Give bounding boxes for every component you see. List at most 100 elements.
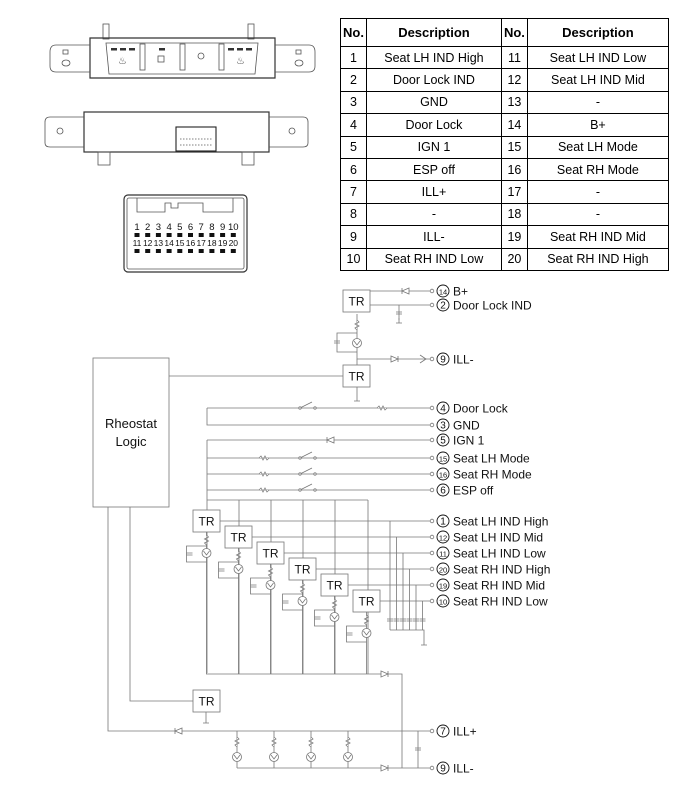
pin-number: 4 <box>440 404 446 415</box>
connector-pin-number: 13 <box>154 238 164 248</box>
pin-label: GND <box>453 419 480 433</box>
terminal-icon <box>429 582 435 588</box>
wire <box>107 507 430 732</box>
transistor-block <box>342 364 371 388</box>
connector-pin-number: 15 <box>175 238 185 248</box>
transistor-block <box>320 573 349 597</box>
resistor-icon <box>345 736 351 748</box>
svg-text:♨: ♨ <box>118 56 127 67</box>
capacitor-icon <box>186 552 193 556</box>
arrow-icon <box>419 354 427 364</box>
switch-contact <box>313 488 317 492</box>
pin-number: 15 <box>439 455 447 464</box>
capacitor-icon <box>413 618 419 622</box>
wire <box>282 593 303 611</box>
transistor-label: TR <box>327 579 343 593</box>
transistor-block <box>192 509 221 533</box>
diode-icon <box>325 436 335 444</box>
terminal-icon <box>429 728 435 734</box>
lamp-icon <box>343 752 353 762</box>
switch-rear-view-drawing <box>44 111 309 166</box>
lamp-icon <box>363 630 370 636</box>
connector-pin-terminal <box>198 249 204 253</box>
connector-pin-number: 11 <box>133 238 142 248</box>
connector-pin-number: 14 <box>164 238 174 248</box>
resistor-icon <box>258 471 270 477</box>
pin-label: Seat RH IND Mid <box>453 579 545 593</box>
connector-pin-terminal <box>134 249 140 253</box>
pin-number-circle <box>436 483 450 497</box>
rheostat-label: Rheostat <box>105 416 157 431</box>
switch-icon <box>299 451 313 459</box>
pin-description: Seat LH Mode <box>526 135 669 159</box>
pin-number-circle <box>436 433 450 447</box>
terminal-icon <box>429 422 435 428</box>
pin-number-circle <box>436 546 450 560</box>
connector-pin-terminal <box>177 233 183 237</box>
terminal-icon <box>429 487 435 493</box>
wire <box>314 609 335 627</box>
resistor-icon <box>363 614 370 626</box>
switch-front-view-drawing: ♨ ♨ <box>49 23 316 79</box>
pin-number: 9 <box>440 764 446 775</box>
connector-pin-terminal <box>155 249 161 253</box>
pin-number-circle <box>436 724 450 738</box>
switch-contact <box>313 456 317 460</box>
pin-description: Seat LH IND Mid <box>526 68 669 92</box>
pin-number: 20 <box>439 566 447 575</box>
connector-pin-number: 17 <box>196 238 206 248</box>
lamp-icon <box>344 754 352 760</box>
diode-icon <box>390 355 400 363</box>
connector-pin-number: 20 <box>229 238 239 248</box>
pin-label: Seat LH IND High <box>453 515 548 529</box>
wire <box>129 507 193 702</box>
resistor-icon <box>258 455 270 461</box>
transistor-label: TR <box>199 515 215 529</box>
transistor-block <box>352 589 381 613</box>
lamp-icon <box>201 548 212 558</box>
resistor-icon <box>234 736 240 748</box>
transistor-block <box>256 541 285 565</box>
pin-label: Seat LH Mode <box>453 452 530 466</box>
connector-pin-number: 9 <box>220 222 225 233</box>
capacitor-icon <box>419 618 426 622</box>
terminal-icon <box>429 356 435 362</box>
pin-description: Seat LH IND Low <box>526 45 669 70</box>
connector-pin-terminal <box>209 233 215 237</box>
terminal-icon <box>429 598 435 604</box>
lamp-icon <box>306 752 316 762</box>
ground-icon <box>421 640 427 646</box>
ground-icon <box>203 718 209 724</box>
pin-label: ESP off <box>453 484 494 498</box>
connector-pin-number: 16 <box>186 238 196 248</box>
lamp-icon <box>352 338 362 348</box>
connector-pin-number: 2 <box>145 222 150 233</box>
lamp-icon <box>353 340 361 346</box>
header-description: Description <box>365 18 502 47</box>
wire <box>186 545 207 563</box>
lamp-icon <box>329 612 340 622</box>
switch-icon <box>299 467 313 475</box>
wire <box>250 577 271 595</box>
pin-label: Door Lock IND <box>453 299 532 313</box>
esp-off-icon <box>197 52 205 60</box>
pin-number-circle <box>436 594 450 608</box>
transistor-label: TR <box>349 295 365 309</box>
pin-label: ILL- <box>453 762 474 776</box>
lamp-icon <box>307 754 315 760</box>
pin-description: Door Lock <box>365 113 502 137</box>
capacitor-icon <box>314 616 321 620</box>
transistor-label: TR <box>349 370 365 384</box>
transistor-block <box>288 557 317 581</box>
connector-pin-terminal <box>209 249 215 253</box>
pin-number: 9 <box>440 355 446 366</box>
lamp-icon <box>270 754 278 760</box>
transistor-label: TR <box>295 563 311 577</box>
terminal-icon <box>429 550 435 556</box>
diode-icon <box>400 287 410 295</box>
